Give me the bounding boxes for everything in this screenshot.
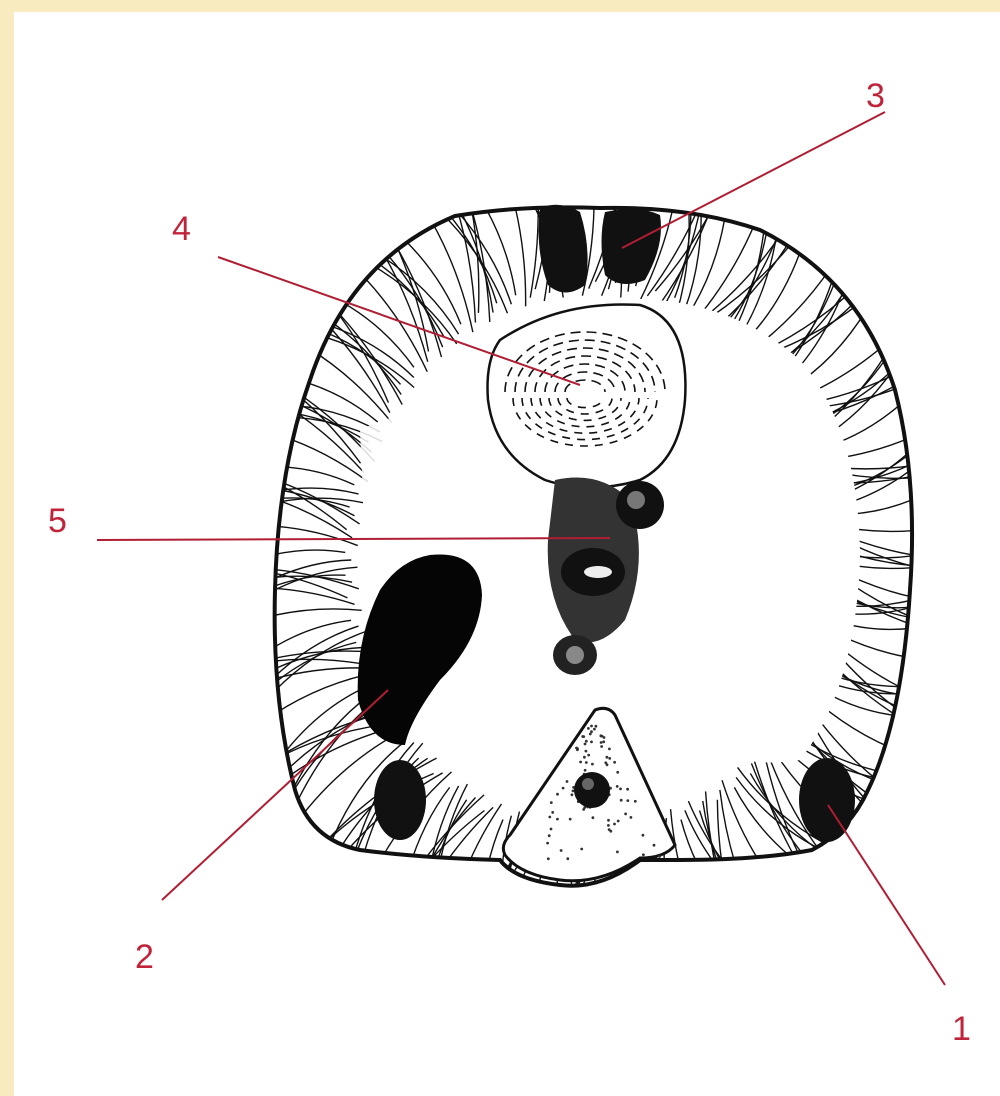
label-3: 3 [866, 77, 885, 115]
label-2: 2 [135, 938, 154, 976]
label-5: 5 [48, 502, 67, 540]
leader-line-1 [828, 805, 945, 985]
label-4: 4 [172, 210, 191, 248]
striated-oval [488, 304, 686, 487]
label-1: 1 [952, 1010, 971, 1048]
